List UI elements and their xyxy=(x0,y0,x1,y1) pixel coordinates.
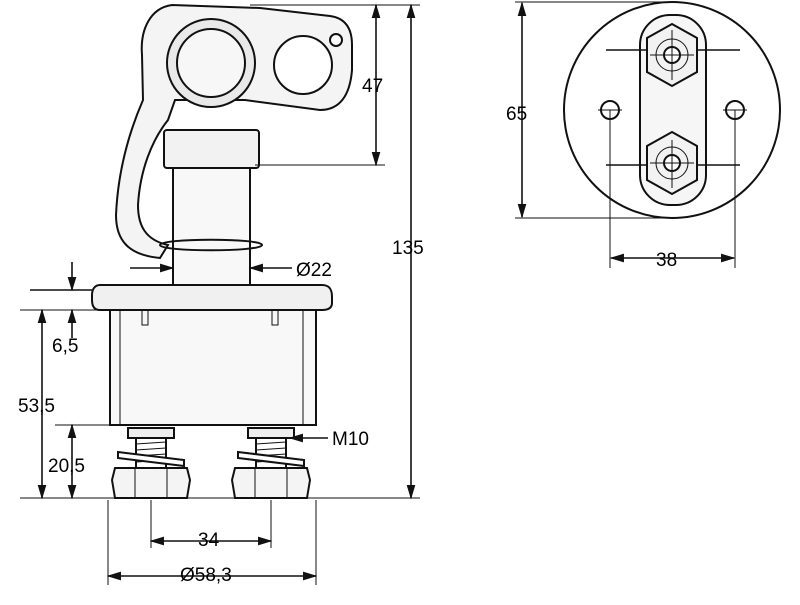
side-view: 47 135 Ø22 6,5 53,5 20,5 M10 34 Ø58,3 xyxy=(18,3,424,586)
terminal-right xyxy=(230,427,312,499)
dim-terminal-height: 20,5 xyxy=(48,456,85,477)
key-handle xyxy=(114,3,353,260)
extension-lines xyxy=(20,4,420,585)
flange xyxy=(30,284,333,311)
terminal-left xyxy=(110,427,192,499)
dim-key-height: 47 xyxy=(362,76,383,97)
dim-terminal-spacing: 34 xyxy=(198,530,220,551)
body-housing xyxy=(109,309,317,426)
dim-flange-thickness: 6,5 xyxy=(52,336,78,357)
dim-top-view-spacing: 38 xyxy=(656,250,677,271)
top-view: 65 38 xyxy=(506,1,781,271)
shaft xyxy=(159,129,264,286)
dimension-lines xyxy=(37,3,416,581)
dim-top-view-height: 65 xyxy=(506,104,527,125)
dim-shaft-diameter: Ø22 xyxy=(296,260,332,281)
dim-total-height: 135 xyxy=(392,238,424,259)
dim-body-height: 53,5 xyxy=(18,396,55,417)
dim-thread: M10 xyxy=(332,429,369,450)
dim-body-diameter: Ø58,3 xyxy=(180,565,232,586)
